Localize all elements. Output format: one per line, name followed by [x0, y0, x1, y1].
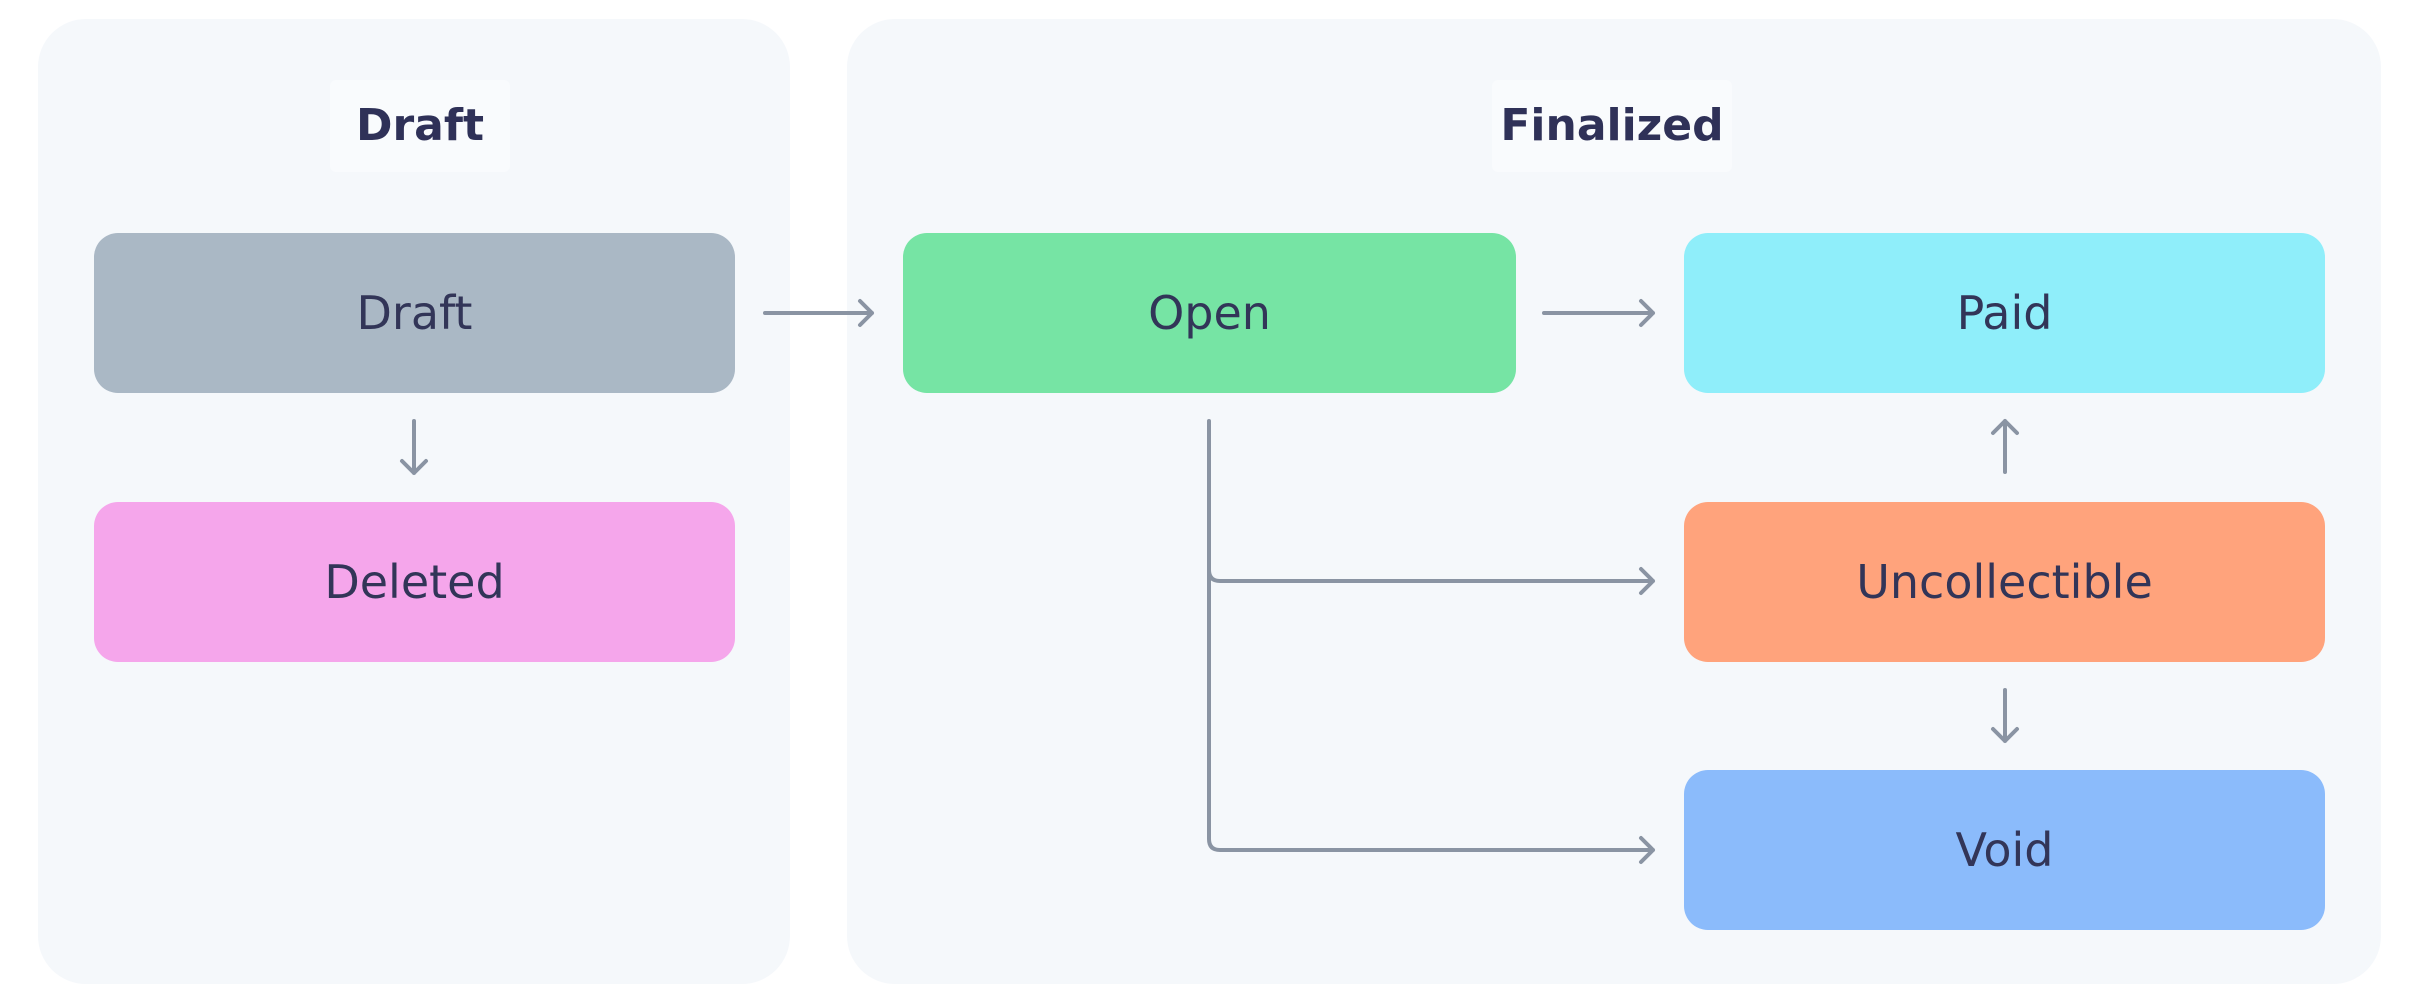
state-open: Open [903, 233, 1516, 393]
state-uncollectible: Uncollectible [1684, 502, 2325, 662]
state-void: Void [1684, 770, 2325, 930]
draft-group [38, 19, 790, 984]
state-draft: Draft [94, 233, 735, 393]
state-deleted: Deleted [94, 502, 735, 662]
draft-group-title: Draft [330, 80, 510, 172]
state-paid: Paid [1684, 233, 2325, 393]
finalized-group-title: Finalized [1492, 80, 1732, 172]
